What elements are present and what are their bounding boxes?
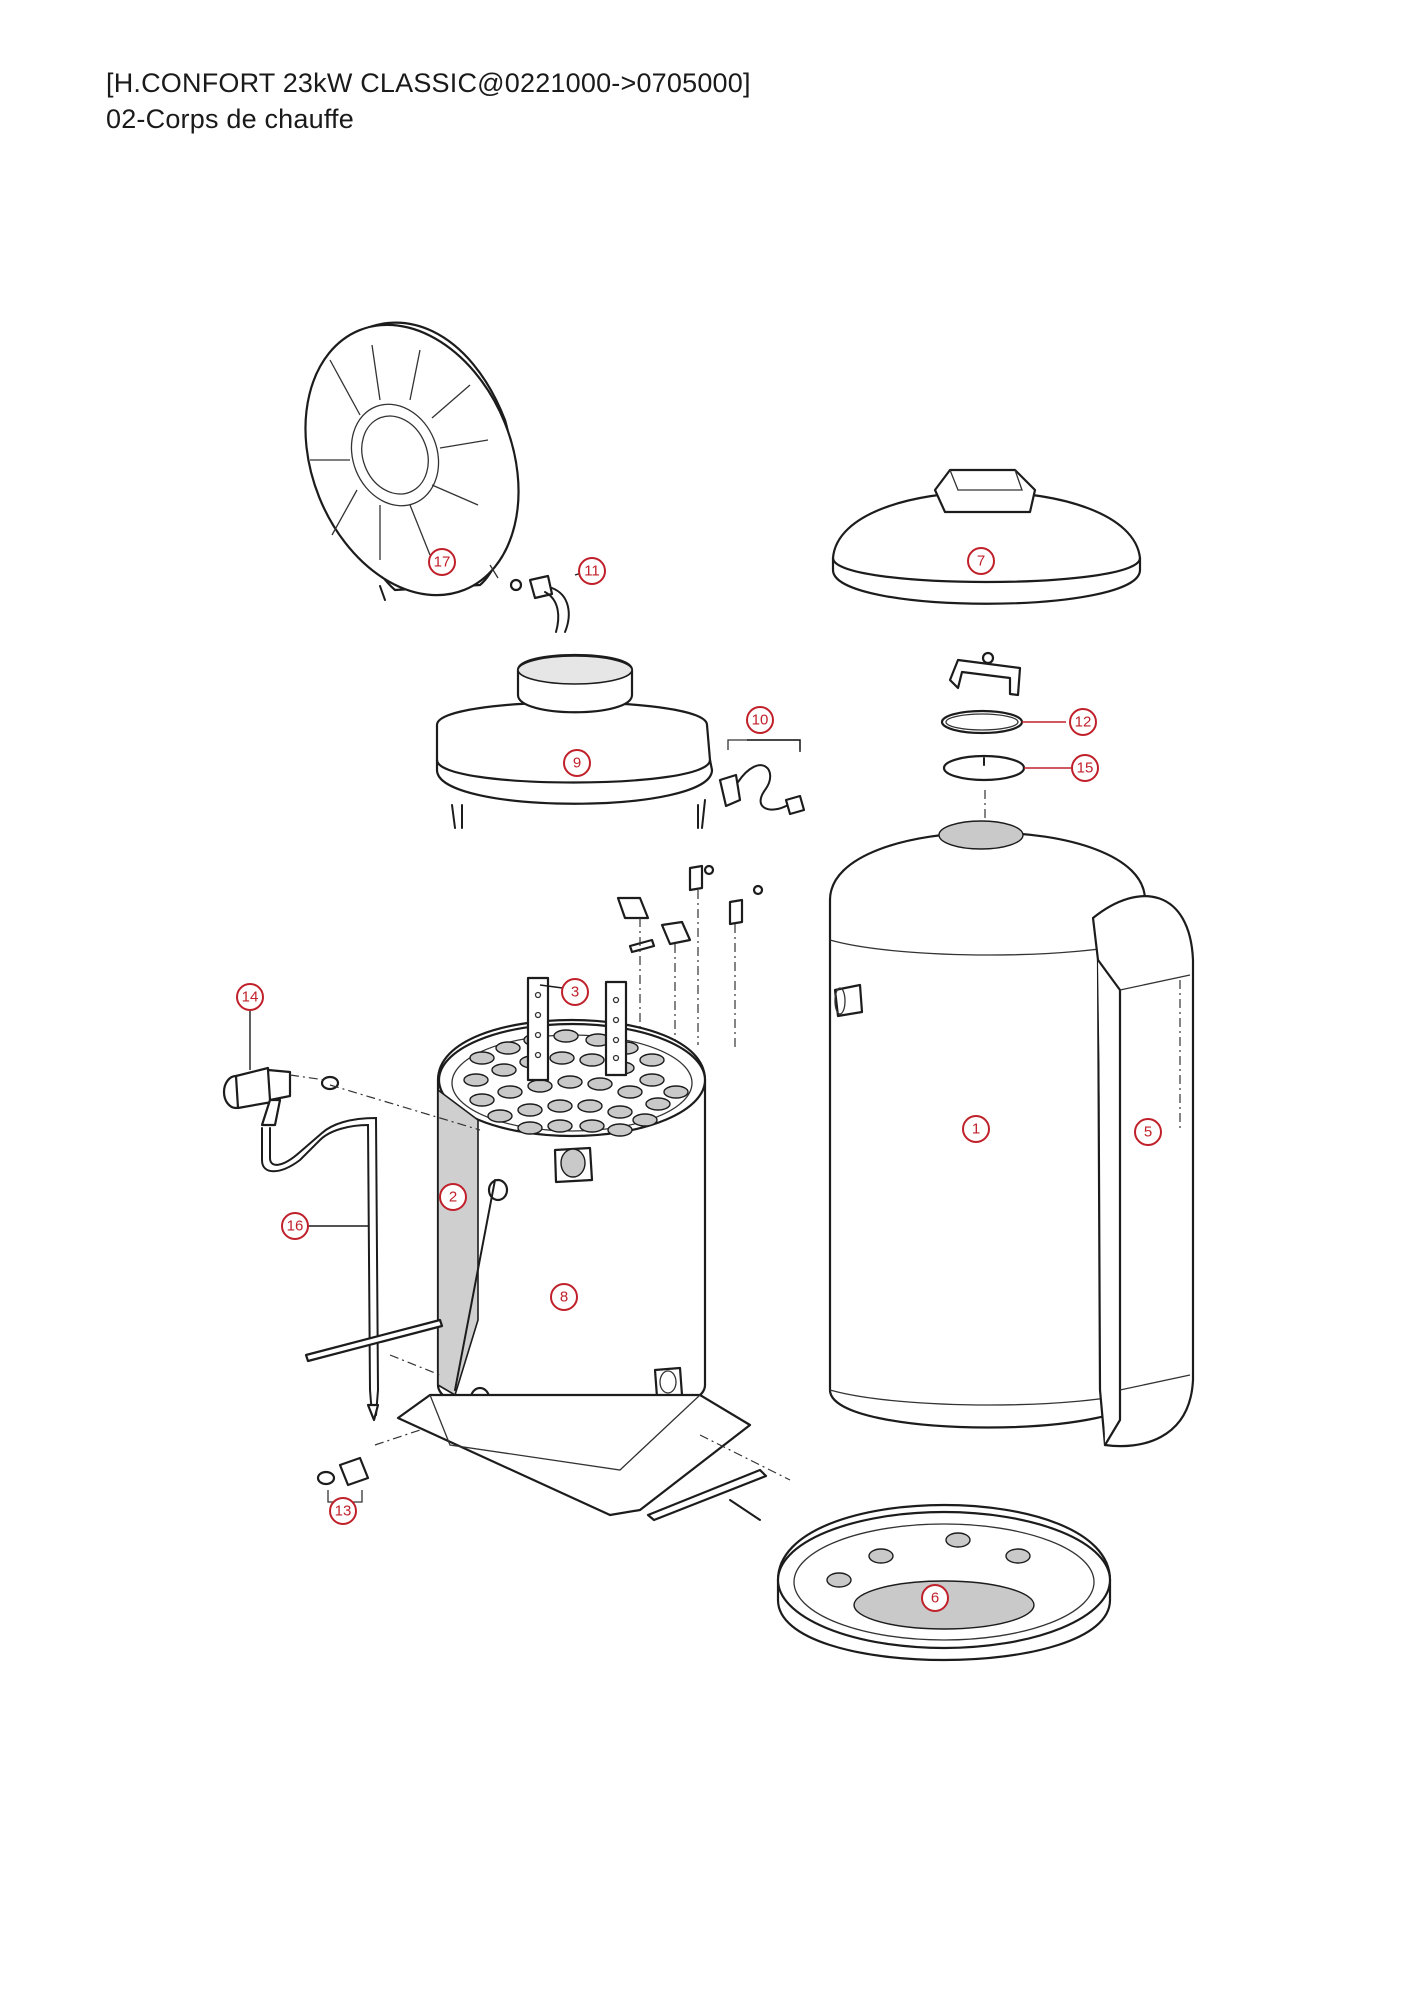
callout-10-label: 10 [752, 712, 769, 729]
callout-11: 11 [578, 557, 606, 585]
callout-13: 13 [329, 1497, 357, 1525]
callout-2: 2 [439, 1183, 467, 1211]
part-17-expansion-vessel [304, 321, 520, 601]
callout-15-label: 15 [1077, 760, 1094, 777]
callout-14-label: 14 [242, 989, 259, 1006]
flue-tube-holes [463, 1029, 689, 1137]
callout-12-label: 12 [1075, 714, 1092, 731]
callout-1-label: 1 [972, 1121, 980, 1138]
diagram-model-title: [H.CONFORT 23kW CLASSIC@0221000->0705000… [106, 68, 751, 98]
part-6-base-ring [776, 1503, 1112, 1661]
part-13-fitting [316, 1456, 370, 1503]
callout-6-label: 6 [931, 1590, 939, 1607]
part-14-valve [222, 1066, 340, 1127]
callout-9: 9 [563, 749, 591, 777]
callout-16-label: 16 [287, 1218, 304, 1235]
part-11-flexible-hose [509, 574, 570, 633]
part-clips-group [616, 864, 764, 1050]
callout-16: 16 [281, 1212, 309, 1240]
leader-lines [249, 568, 1181, 1507]
part-5-insulation-shell [1091, 895, 1195, 1448]
callout-15: 15 [1071, 754, 1099, 782]
part-7-top-cover [831, 468, 1142, 605]
part-3-baffles [526, 976, 628, 1082]
callout-3: 3 [561, 978, 589, 1006]
part-10-flue-sensor [718, 739, 806, 816]
callout-2-label: 2 [449, 1189, 457, 1206]
callout-1: 1 [962, 1115, 990, 1143]
part-12-seal-ring [940, 709, 1024, 735]
callout-13-label: 13 [335, 1503, 352, 1520]
callout-7: 7 [967, 547, 995, 575]
diagram-section-title: 02-Corps de chauffe [106, 104, 354, 134]
part-15-gasket-disc [942, 754, 1026, 782]
part-bracket [948, 651, 1022, 697]
callout-9-label: 9 [573, 755, 581, 772]
callout-10: 10 [746, 706, 774, 734]
callout-5: 5 [1134, 1118, 1162, 1146]
callout-8-label: 8 [560, 1289, 568, 1306]
callout-6: 6 [921, 1584, 949, 1612]
callout-8: 8 [550, 1283, 578, 1311]
part-2-side-panel [437, 1088, 496, 1397]
part-base-plate [396, 1393, 752, 1517]
callout-7-label: 7 [977, 553, 985, 570]
callout-14: 14 [236, 983, 264, 1011]
callout-12: 12 [1069, 708, 1097, 736]
part-bottom-rod [646, 1468, 768, 1522]
callout-17-label: 17 [434, 554, 451, 571]
callout-11-label: 11 [584, 563, 600, 580]
part-16-pipe [261, 1116, 444, 1422]
part-8-heating-body [436, 1019, 707, 1420]
callout-3-label: 3 [571, 984, 579, 1001]
part-9-flue-hood [435, 653, 714, 829]
callout-5-label: 5 [1144, 1124, 1152, 1141]
callout-17: 17 [428, 548, 456, 576]
